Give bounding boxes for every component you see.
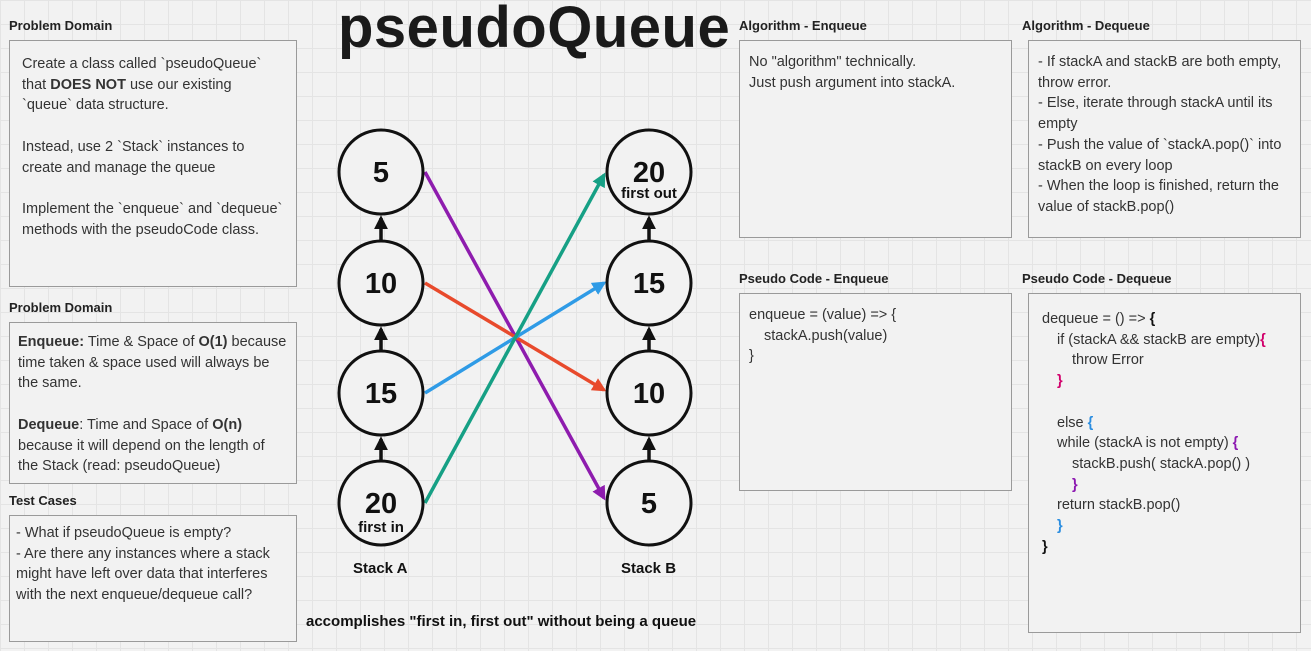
stack-a-node-10: 10 bbox=[337, 239, 425, 327]
algorithm-dequeue-line-4: - When the loop is finished, return the … bbox=[1038, 178, 1279, 215]
algorithm-dequeue-line-1: - If stackA and stackB are both empty, t… bbox=[1038, 54, 1282, 91]
test-cases-card[interactable]: - What if pseudoQueue is empty? - Are th… bbox=[9, 515, 297, 642]
pseudo-dequeue-line-8: } bbox=[1072, 476, 1078, 493]
pseudo-enqueue-heading: Pseudo Code - Enqueue bbox=[739, 271, 889, 286]
pseudo-dequeue-heading: Pseudo Code - Dequeue bbox=[1022, 271, 1172, 286]
stack-a-node-5: 5 bbox=[337, 128, 425, 216]
problem-domain-para-1: Create a class called `pseudoQueue` that… bbox=[22, 56, 262, 114]
pseudo-dequeue-line-5: else { bbox=[1057, 414, 1094, 431]
pseudo-enqueue-card[interactable]: enqueue = (value) => { stackA.push(value… bbox=[739, 293, 1012, 491]
problem-domain-card[interactable]: Create a class called `pseudoQueue` that… bbox=[9, 40, 297, 287]
test-cases-heading: Test Cases bbox=[9, 493, 77, 508]
algorithm-dequeue-line-2: - Else, iterate through stackA until its… bbox=[1038, 95, 1273, 133]
dequeue-complexity: Dequeue: Time and Space of O(n) because … bbox=[18, 416, 265, 475]
algorithm-enqueue-line-2: Just push argument into stackA. bbox=[749, 74, 956, 91]
problem-domain-para-2: Instead, use 2 `Stack` instances to crea… bbox=[22, 138, 245, 176]
svg-text:15: 15 bbox=[633, 268, 665, 300]
algorithm-dequeue-heading: Algorithm - Dequeue bbox=[1022, 18, 1150, 33]
enqueue-complexity: Enqueue: Time & Space of O(1) because ti… bbox=[18, 334, 287, 392]
complexity-heading: Problem Domain bbox=[9, 300, 113, 315]
pseudo-enqueue-line-2: stackA.push(value) bbox=[764, 327, 888, 344]
svg-text:20: 20 bbox=[365, 488, 397, 520]
problem-domain-heading: Problem Domain bbox=[9, 18, 113, 33]
svg-text:5: 5 bbox=[641, 488, 657, 520]
svg-text:20: 20 bbox=[633, 157, 665, 189]
stack-b-node-15: 15 bbox=[605, 239, 693, 327]
pseudo-enqueue-line-3: } bbox=[749, 348, 754, 365]
algorithm-enqueue-heading: Algorithm - Enqueue bbox=[739, 18, 867, 33]
test-case-1: - What if pseudoQueue is empty? bbox=[16, 525, 232, 541]
pseudo-dequeue-line-11: } bbox=[1042, 538, 1048, 555]
algorithm-dequeue-line-3: - Push the value of `stackA.pop()` into … bbox=[1038, 136, 1282, 174]
pseudo-dequeue-line-3: throw Error bbox=[1072, 352, 1144, 369]
algorithm-dequeue-card[interactable]: - If stackA and stackB are both empty, t… bbox=[1028, 40, 1301, 238]
stack-b-node-10: 10 bbox=[605, 349, 693, 437]
svg-text:5: 5 bbox=[373, 157, 389, 189]
pseudo-enqueue-line-1: enqueue = (value) => { bbox=[749, 307, 897, 323]
pseudo-dequeue-card[interactable]: dequeue = () => { if (stackA && stackB a… bbox=[1028, 293, 1301, 633]
algorithm-enqueue-card[interactable]: No "algorithm" technically. Just push ar… bbox=[739, 40, 1012, 238]
svg-text:10: 10 bbox=[365, 268, 397, 300]
stack-a-node-20: 20 first in bbox=[337, 459, 425, 547]
first-out-label: first out bbox=[621, 185, 677, 202]
pseudo-dequeue-line-10: } bbox=[1057, 518, 1063, 535]
pseudo-dequeue-line-7: stackB.push( stackA.pop() ) bbox=[1072, 455, 1251, 472]
stack-a-label: Stack A bbox=[353, 560, 408, 577]
pseudo-dequeue-line-4: } bbox=[1057, 373, 1063, 390]
complexity-card[interactable]: Enqueue: Time & Space of O(1) because ti… bbox=[9, 322, 297, 484]
page-title: pseudoQueue bbox=[338, 0, 731, 60]
transfer-arrow-20 bbox=[423, 172, 606, 504]
stack-b-node-5: 5 bbox=[605, 459, 693, 547]
stack-b-label: Stack B bbox=[621, 560, 677, 577]
pseudo-dequeue-line-2: if (stackA && stackB are empty){ bbox=[1057, 331, 1266, 348]
pseudo-dequeue-line-6: while (stackA is not empty) { bbox=[1057, 435, 1239, 452]
pseudo-dequeue-line-1: dequeue = () => { bbox=[1042, 311, 1156, 327]
svg-text:10: 10 bbox=[633, 378, 665, 410]
stack-a-node-15: 15 bbox=[337, 349, 425, 437]
pseudo-dequeue-line-9: return stackB.pop() bbox=[1057, 497, 1181, 514]
test-case-2: - Are there any instances where a stack … bbox=[16, 545, 270, 604]
problem-domain-para-3: Implement the `enqueue` and `dequeue` me… bbox=[22, 200, 283, 238]
stack-b-node-20: 20 first out bbox=[605, 128, 693, 216]
svg-text:15: 15 bbox=[365, 378, 397, 410]
first-in-label: first in bbox=[358, 519, 404, 536]
algorithm-enqueue-line-1: No "algorithm" technically. bbox=[749, 54, 917, 70]
fifo-footer-note: accomplishes "first in, first out" witho… bbox=[306, 613, 697, 630]
